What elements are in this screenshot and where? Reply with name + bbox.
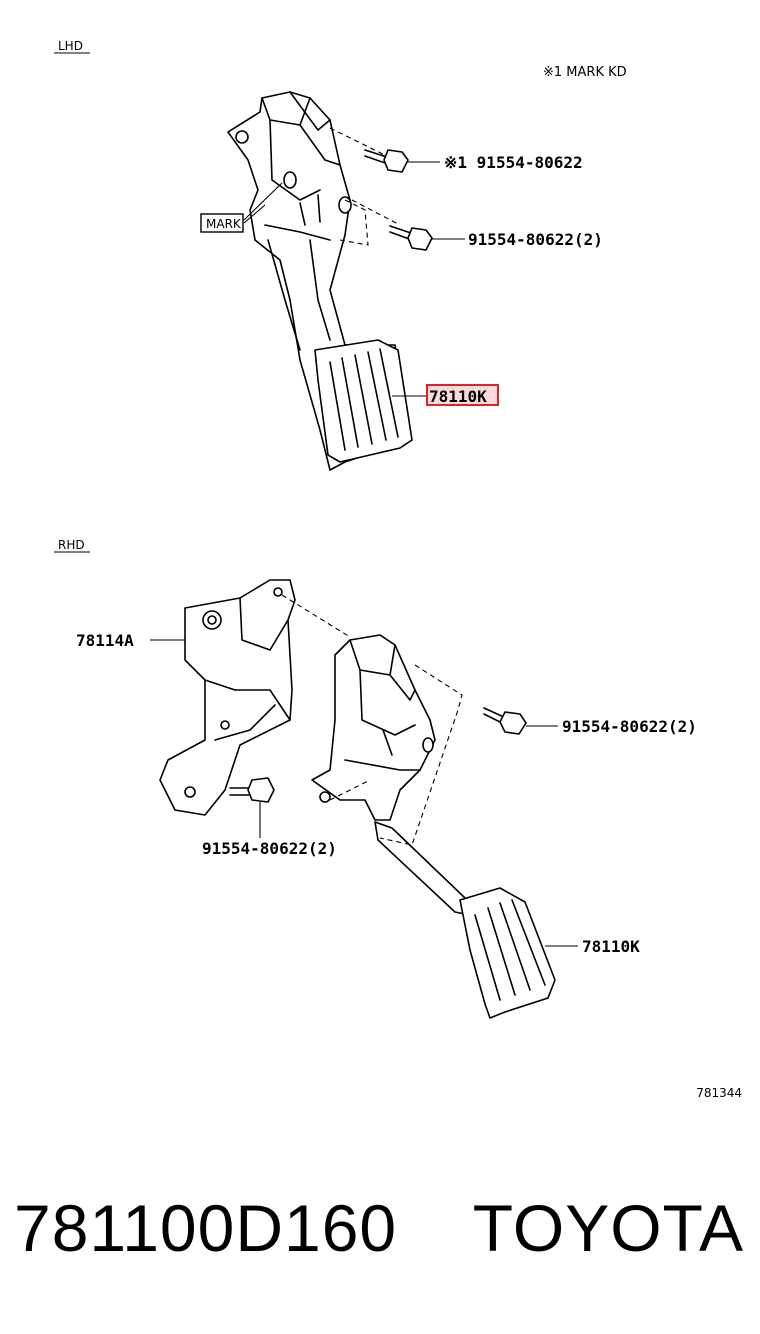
mark-leader-a bbox=[243, 182, 283, 221]
lhd-section-label: LHD bbox=[58, 39, 83, 53]
rhd-bracket bbox=[159, 579, 296, 816]
mark-note: ※1 MARK KD bbox=[543, 65, 627, 80]
pedal-highlight-box bbox=[426, 384, 499, 406]
lhd-pedal-label[interactable]: 78110K bbox=[429, 387, 487, 406]
rhd-section: RHD bbox=[54, 538, 697, 1019]
footer-brand: TOYOTA bbox=[472, 1191, 744, 1265]
rhd-bolt-right bbox=[483, 707, 527, 735]
footer-part-number: 781100D160 bbox=[14, 1191, 398, 1265]
mark-label: MARK bbox=[206, 217, 242, 231]
lhd-bolt-2-label: 91554-80622(2) bbox=[468, 230, 603, 249]
rhd-section-label: RHD bbox=[58, 538, 85, 552]
figure-number: 781344 bbox=[696, 1086, 742, 1100]
rhd-bolt-bottom-label[interactable]: 91554-80622(2) bbox=[202, 839, 337, 858]
rhd-pedal-assembly bbox=[281, 594, 556, 1019]
rhd-bracket-label[interactable]: 78114A bbox=[76, 631, 134, 650]
lhd-bolt-2 bbox=[389, 225, 433, 251]
rhd-bolt-bottom bbox=[229, 777, 275, 803]
mark-leader-b bbox=[243, 204, 266, 224]
mark-box bbox=[200, 213, 244, 233]
lhd-bolt-1-label: ※1 91554-80622 bbox=[444, 153, 583, 172]
rhd-bolt-right-label[interactable]: 91554-80622(2) bbox=[562, 717, 697, 736]
lhd-bolt-1 bbox=[364, 149, 409, 173]
lhd-pedal-assembly bbox=[227, 91, 413, 471]
rhd-pedal-label[interactable]: 78110K bbox=[582, 937, 640, 956]
lhd-section: LHD ※1 MARK KD bbox=[54, 39, 627, 471]
